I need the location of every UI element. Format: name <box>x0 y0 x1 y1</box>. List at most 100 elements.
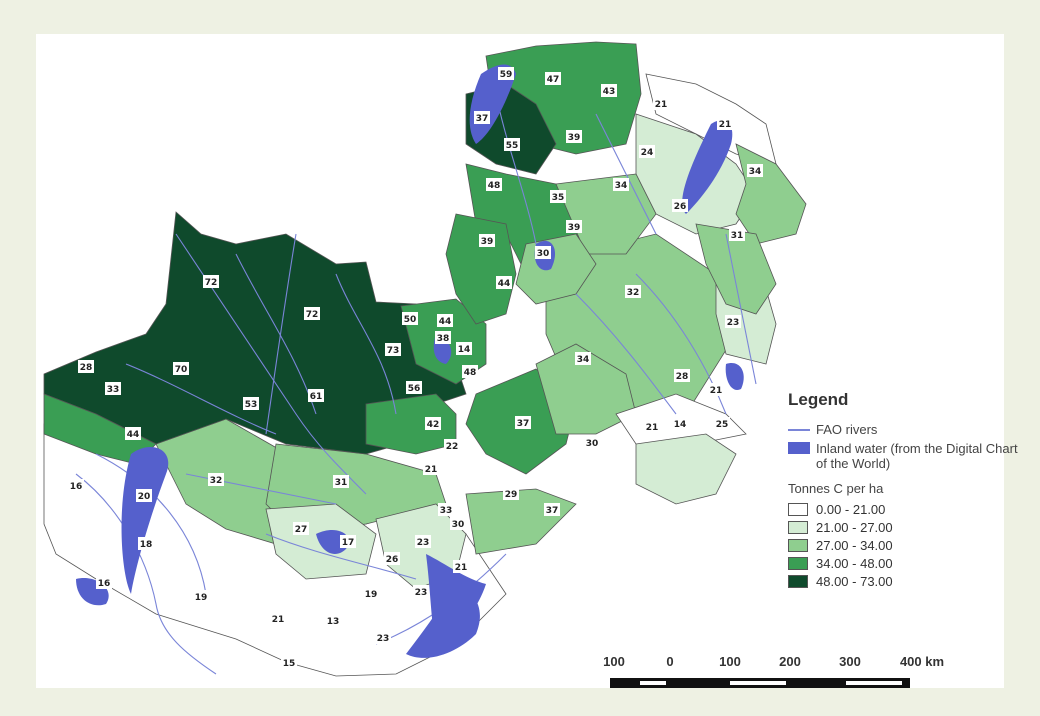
district-label-text: 23 <box>377 634 390 644</box>
district-label-box <box>78 360 94 373</box>
district-label-text: 37 <box>546 506 559 516</box>
district-label-box <box>193 590 209 603</box>
district-label-text: 56 <box>408 384 421 394</box>
legend-class: 48.00 - 73.00 <box>788 574 1018 589</box>
class-swatch <box>788 503 808 516</box>
district-label-text: 14 <box>674 420 687 430</box>
region-north-left <box>445 213 517 325</box>
district-label-text: 37 <box>517 419 530 429</box>
district-label-text: 32 <box>627 288 640 298</box>
scale-label: 300 <box>839 654 861 669</box>
class-swatch <box>788 521 808 534</box>
district-label-box <box>717 117 733 130</box>
district-label: 30 <box>450 517 466 530</box>
district-label-box <box>672 417 688 430</box>
district-label: 34 <box>613 178 629 191</box>
district-label-text: 39 <box>568 223 581 233</box>
district-label-text: 28 <box>676 372 689 382</box>
district-label: 21 <box>423 462 439 475</box>
district-label-text: 34 <box>615 181 628 191</box>
district-label-box <box>496 276 512 289</box>
district-label-box <box>639 145 655 158</box>
district-label-text: 25 <box>716 420 729 430</box>
district-label: 44 <box>437 314 453 327</box>
district-label-text: 30 <box>586 439 599 449</box>
district-label: 59 <box>498 67 514 80</box>
district-label-text: 16 <box>70 482 83 492</box>
district-label-text: 47 <box>547 75 560 85</box>
district-label-text: 44 <box>498 279 511 289</box>
district-label-box <box>613 178 629 191</box>
district-label-box <box>544 503 560 516</box>
class-label: 21.00 - 27.00 <box>816 520 893 535</box>
district-label-box <box>625 285 641 298</box>
district-label-box <box>413 585 429 598</box>
district-label-text: 21 <box>719 120 732 130</box>
district-label: 44 <box>496 276 512 289</box>
legend-class: 21.00 - 27.00 <box>788 520 1018 535</box>
district-label: 31 <box>333 475 349 488</box>
district-label: 72 <box>304 307 320 320</box>
district-label-text: 61 <box>310 392 323 402</box>
district-label-box <box>504 138 520 151</box>
scale-bar-graphic <box>610 678 910 688</box>
district-label: 23 <box>413 585 429 598</box>
district-label-text: 55 <box>506 141 519 151</box>
district-label: 18 <box>138 537 154 550</box>
district-label-box <box>384 552 400 565</box>
river-line-icon <box>788 422 810 436</box>
district-label: 21 <box>644 420 660 433</box>
class-label: 27.00 - 34.00 <box>816 538 893 553</box>
district-label-text: 48 <box>488 181 501 191</box>
district-label-text: 13 <box>327 617 340 627</box>
region-east-light <box>465 488 577 555</box>
district-label-box <box>308 389 324 402</box>
district-label: 30 <box>584 436 600 449</box>
district-label-box <box>453 560 469 573</box>
district-label-text: 48 <box>464 368 477 378</box>
district-label: 21 <box>708 383 724 396</box>
district-label-text: 31 <box>335 478 348 488</box>
district-label-text: 21 <box>655 100 668 110</box>
district-label: 14 <box>672 417 688 430</box>
district-label: 28 <box>78 360 94 373</box>
district-label: 61 <box>308 389 324 402</box>
scale-label: 100 <box>603 654 625 669</box>
district-label: 34 <box>575 352 591 365</box>
district-label-text: 26 <box>386 555 399 565</box>
district-label-text: 43 <box>603 87 616 97</box>
district-label-text: 31 <box>731 231 744 241</box>
district-label: 37 <box>544 503 560 516</box>
district-label-text: 23 <box>417 538 430 548</box>
district-label: 47 <box>545 72 561 85</box>
district-label-box <box>385 343 401 356</box>
scale-label: 100 <box>719 654 741 669</box>
district-label-box <box>125 427 141 440</box>
district-label: 39 <box>566 130 582 143</box>
district-label-box <box>425 417 441 430</box>
district-label-text: 38 <box>437 334 450 344</box>
district-label-box <box>575 352 591 365</box>
legend-class: 34.00 - 48.00 <box>788 556 1018 571</box>
district-label: 44 <box>125 427 141 440</box>
district-label-text: 14 <box>458 345 471 355</box>
scale-label: 400 km <box>899 654 945 669</box>
district-label: 70 <box>173 362 189 375</box>
district-label: 30 <box>535 246 551 259</box>
district-label: 15 <box>281 656 297 669</box>
district-label-box <box>725 315 741 328</box>
region-copper <box>365 393 457 455</box>
district-label-box <box>474 111 490 124</box>
district-label-text: 44 <box>127 430 140 440</box>
district-label-text: 23 <box>727 318 740 328</box>
district-label: 56 <box>406 381 422 394</box>
river-network <box>75 93 757 675</box>
district-label-box <box>566 130 582 143</box>
district-label: 39 <box>479 234 495 247</box>
district-label-text: 44 <box>439 317 452 327</box>
district-label-box <box>105 382 121 395</box>
district-label-box <box>375 631 391 644</box>
